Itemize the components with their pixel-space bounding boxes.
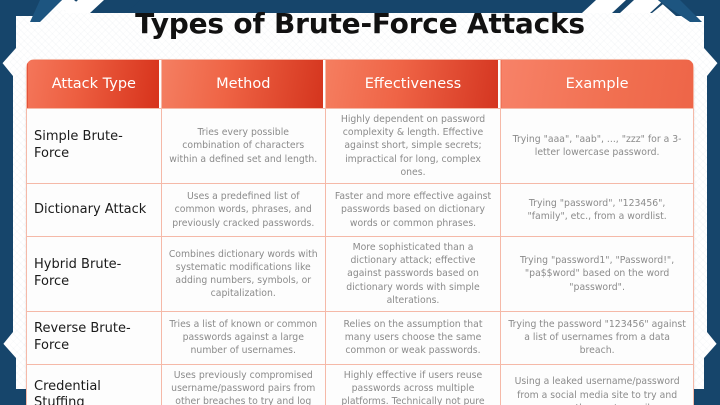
cell-effectiveness: Highly effective if users reuse password… — [324, 363, 502, 405]
column-header-label: Attack Type — [51, 76, 136, 92]
cell-attack-type: Simple Brute-Force — [26, 108, 162, 184]
cell-method: Combines dictionary words with systemati… — [160, 235, 326, 312]
cell-attack-type: Reverse Brute-Force — [26, 310, 162, 365]
header-divider — [158, 60, 161, 108]
cell-effectiveness: Highly dependent on password complexity … — [324, 108, 502, 184]
attacks-table: Attack Type Method Effectiveness Example… — [26, 59, 694, 405]
page-title: Types of Brute-Force Attacks — [135, 7, 585, 40]
table-header-row: Attack Type Method Effectiveness Example — [26, 59, 694, 109]
column-header-effectiveness: Effectiveness — [324, 59, 502, 109]
table-row: Hybrid Brute-Force Combines dictionary w… — [26, 235, 694, 312]
cell-example: Trying "password1", "Password!", "pa$$wo… — [500, 235, 694, 312]
column-header-method: Method — [160, 59, 326, 109]
cell-example: Trying "aaa", "aab", ..., "zzz" for a 3-… — [500, 108, 694, 184]
cell-effectiveness: Relies on the assumption that many users… — [324, 310, 502, 365]
cell-example: Using a leaked username/password from a … — [500, 363, 694, 405]
table-row: Dictionary Attack Uses a predefined list… — [26, 182, 694, 237]
cell-attack-type: Credential Stuffing — [26, 363, 162, 405]
cell-example: Trying "password", "123456", "family", e… — [500, 182, 694, 237]
cell-effectiveness: More sophisticated than a dictionary att… — [324, 235, 502, 312]
cell-method: Uses previously compromised username/pas… — [160, 363, 326, 405]
column-header-attack-type: Attack Type — [26, 59, 162, 109]
cell-method: Tries every possible combination of char… — [160, 108, 326, 184]
cell-attack-type: Dictionary Attack — [26, 182, 162, 237]
cell-attack-type: Hybrid Brute-Force — [26, 235, 162, 312]
table-row: Simple Brute-Force Tries every possible … — [26, 108, 694, 184]
column-header-label: Method — [216, 76, 271, 92]
cell-method: Tries a list of known or common password… — [160, 310, 326, 365]
table-row: Reverse Brute-Force Tries a list of know… — [26, 310, 694, 365]
table-row: Credential Stuffing Uses previously comp… — [26, 363, 694, 405]
column-header-label: Effectiveness — [364, 76, 462, 92]
cell-effectiveness: Faster and more effective against passwo… — [324, 182, 502, 237]
column-header-label: Example — [565, 76, 629, 92]
cell-method: Uses a predefined list of common words, … — [160, 182, 326, 237]
column-header-example: Example — [500, 59, 694, 109]
cell-example: Trying the password "123456" against a l… — [500, 310, 694, 365]
header-divider — [322, 60, 325, 108]
header-divider — [498, 60, 501, 108]
